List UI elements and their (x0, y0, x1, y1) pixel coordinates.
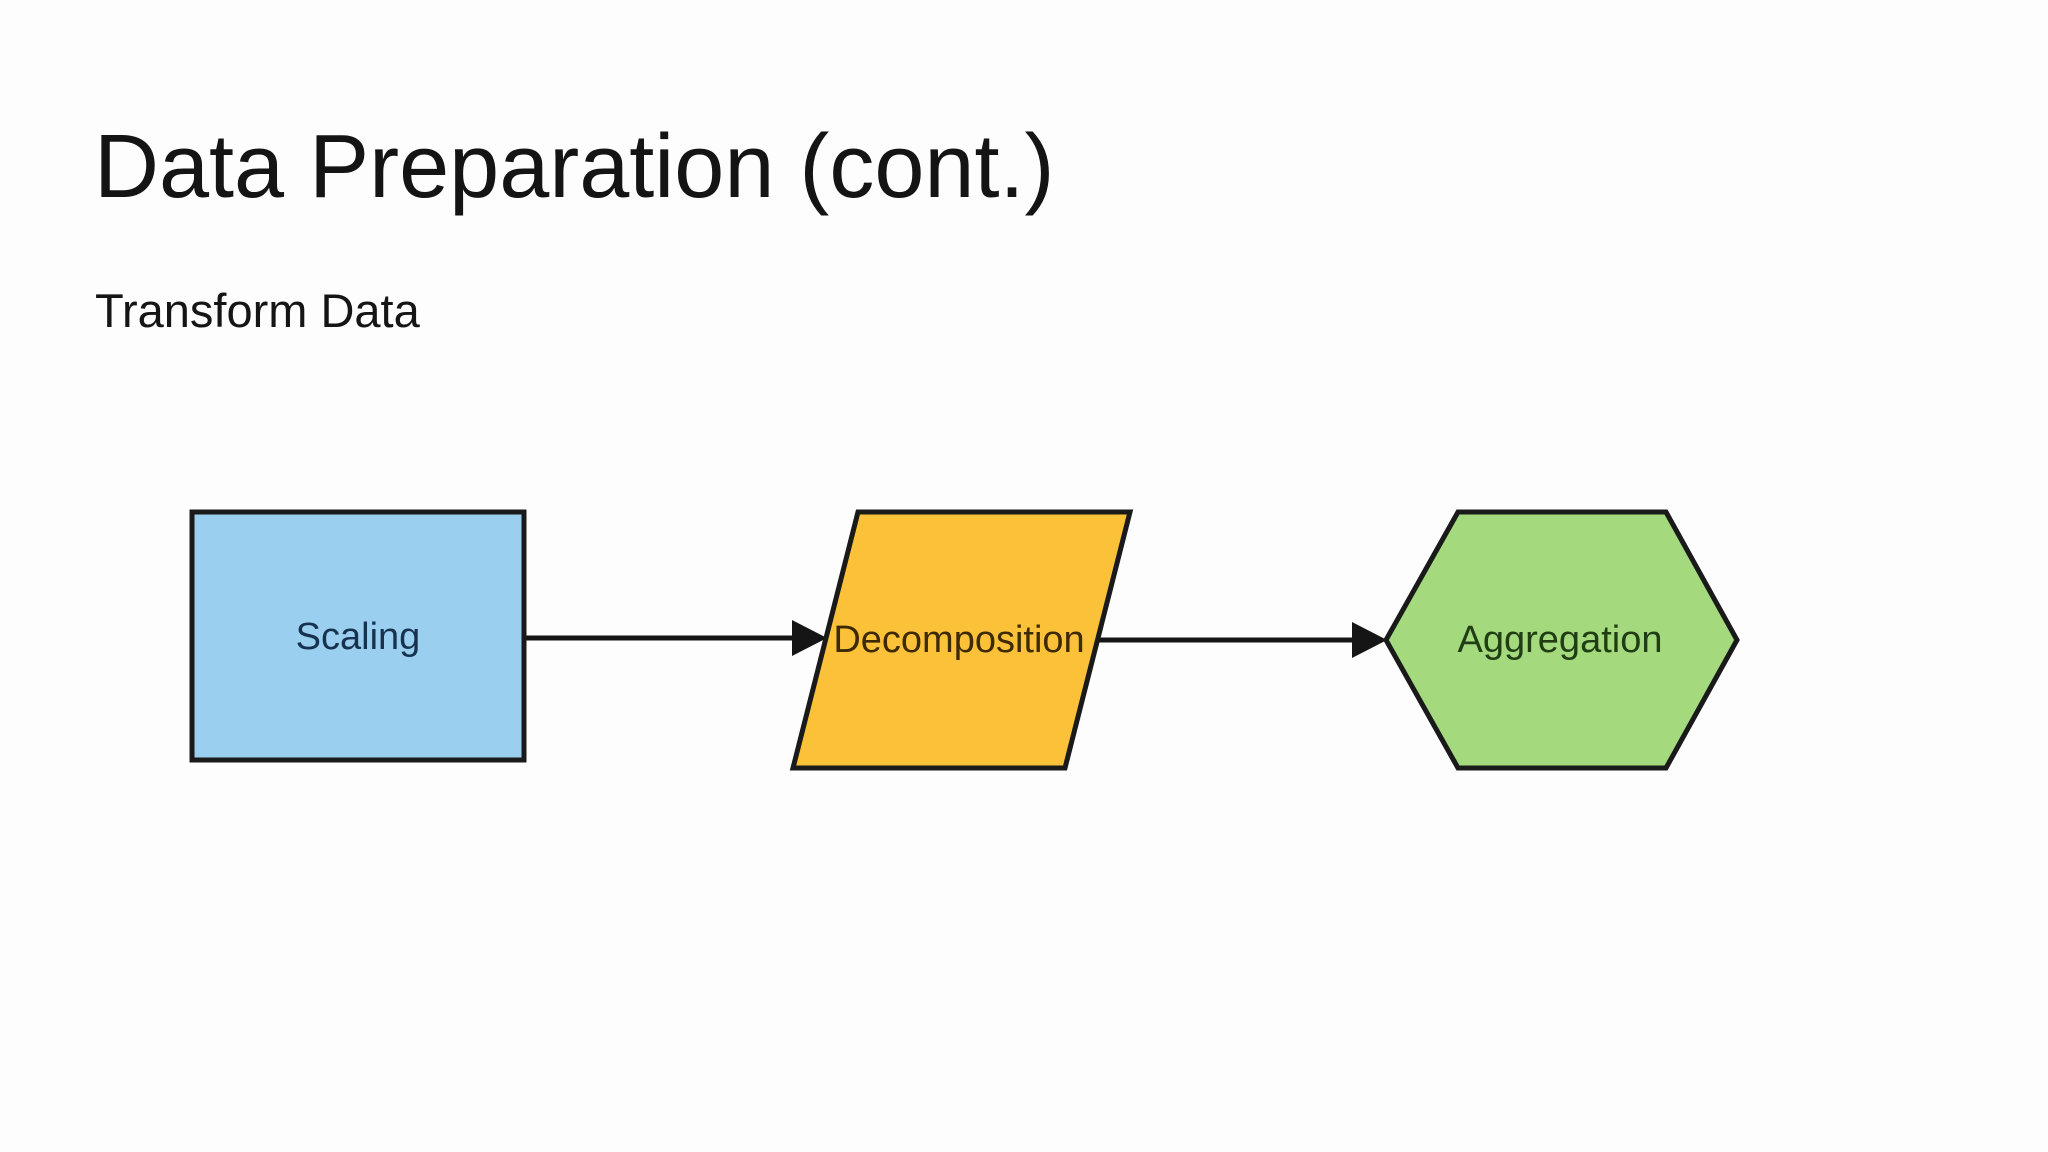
rectangle-shape (189, 509, 527, 763)
node-decomposition: Decomposition (789, 509, 1134, 771)
hexagon-shape (1383, 509, 1740, 771)
connector-scaling-to-decomposition (524, 620, 827, 656)
arrowhead-icon (792, 620, 827, 656)
arrowhead-icon (1352, 622, 1387, 658)
node-aggregation: Aggregation (1383, 509, 1740, 771)
page-title: Data Preparation (cont.) (94, 117, 1055, 217)
slide-subtitle: Transform Data (95, 284, 420, 337)
node-label-aggregation: Aggregation (1458, 619, 1663, 661)
node-label-scaling: Scaling (296, 616, 421, 658)
connector-decomposition-to-aggregation (1097, 622, 1387, 658)
node-label-decomposition: Decomposition (833, 619, 1084, 661)
parallelogram-shape (789, 509, 1134, 771)
node-scaling: Scaling (189, 509, 527, 763)
